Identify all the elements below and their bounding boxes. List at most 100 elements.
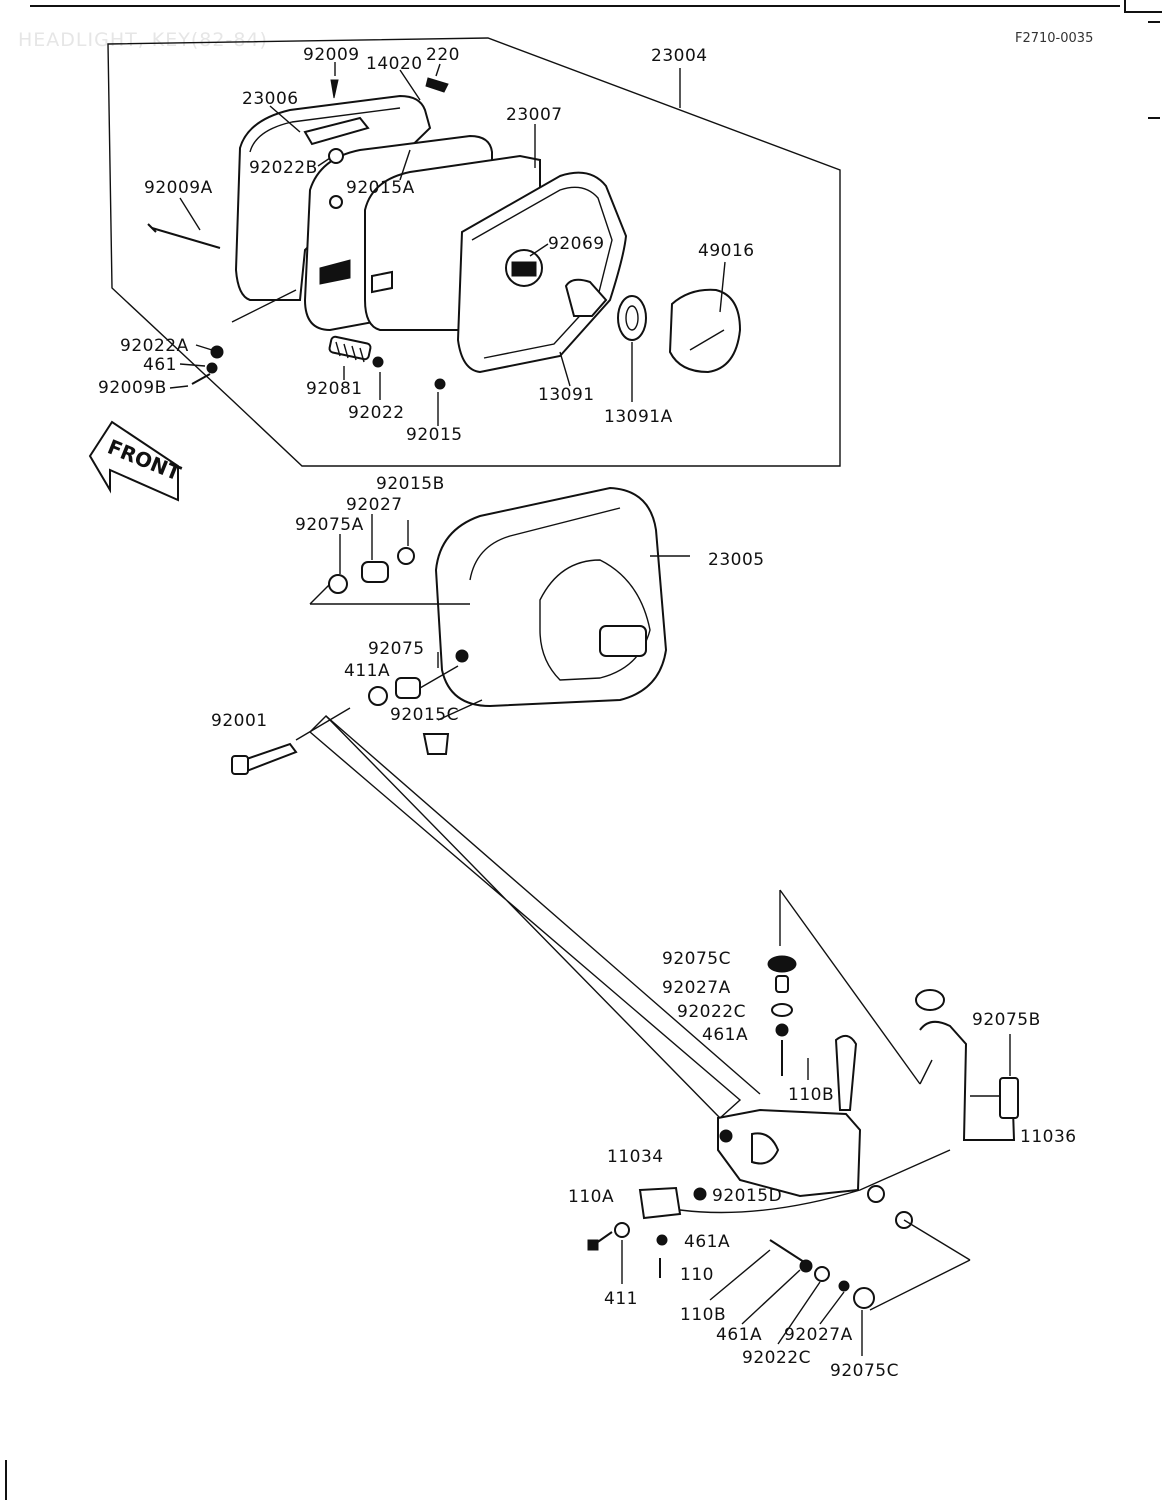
part-label: 92022A: [120, 336, 189, 356]
brace-joint: [867, 1185, 885, 1203]
bolt-110a-head: [587, 1239, 599, 1251]
part-label: 92075B: [972, 1010, 1041, 1030]
part-label: 14020: [366, 54, 423, 74]
nut-92015: [434, 378, 446, 390]
part-label: 13091: [538, 385, 595, 405]
washer-461a-top: [775, 1023, 789, 1037]
bracket-11036: [919, 1020, 1016, 1141]
part-number-labels: 92009 14020 220 23004 23006 23007 92022B…: [98, 45, 1077, 1381]
clamp-11034: [638, 1186, 682, 1220]
screw-92009: [330, 79, 339, 99]
rear-cover-edge: [471, 186, 613, 359]
washer-92022a: [210, 345, 224, 359]
part-label: 92009A: [144, 178, 213, 198]
stay-bolt-hole: [751, 1132, 780, 1165]
part-label: 23007: [506, 105, 563, 125]
lower-group-outline-c: [919, 1059, 933, 1085]
socket-core: [511, 261, 537, 277]
bulb-cap-groove: [689, 329, 725, 351]
grommet-92075: [368, 686, 388, 706]
bulb-ring-hole: [625, 305, 639, 331]
stay-sweep-inner: [325, 715, 761, 1095]
part-label: 110: [680, 1265, 714, 1285]
part-label: 92015A: [346, 178, 415, 198]
housing-rear-bulge: [539, 559, 651, 681]
corner-mark: [1124, 0, 1162, 13]
part-label: 13091A: [604, 407, 673, 427]
part-label: 92022C: [742, 1348, 811, 1368]
lower-group-outline-e: [869, 1259, 971, 1311]
stay-tab: [719, 1129, 733, 1143]
screw-92009b: [191, 373, 211, 385]
upper-leaders: [169, 62, 726, 426]
screw-92009a-head: [147, 223, 157, 233]
screw-92009a: [151, 227, 221, 249]
part-label: 110B: [788, 1085, 834, 1105]
part-label: 11036: [1020, 1127, 1077, 1147]
rim-bracket: [303, 116, 370, 146]
part-label: 92027A: [662, 978, 731, 998]
nut-92015a: [329, 195, 343, 209]
bulb-cap-49016: [668, 288, 742, 374]
washer-92022b: [328, 148, 344, 164]
beam-tab-left: [319, 259, 351, 285]
nut-92015c: [422, 733, 450, 755]
mount-line-join: [309, 583, 331, 605]
housing-stud: [455, 649, 469, 663]
nut-92015d: [693, 1187, 707, 1201]
lower-right-leaders: [709, 1249, 863, 1356]
part-label: 461A: [702, 1025, 748, 1045]
part-label: 92027: [346, 495, 403, 515]
leader-92015c: [437, 699, 483, 721]
part-label: 23006: [242, 89, 299, 109]
collar-92027a-low: [838, 1280, 850, 1292]
header-title: HEADLIGHT, KEY(82-84): [18, 29, 268, 51]
part-label: 92075C: [662, 949, 731, 969]
part-label: 92015C: [390, 705, 459, 725]
headlight-housing: [434, 486, 668, 708]
washer-461: [206, 362, 218, 374]
part-label: 411: [604, 1289, 638, 1309]
part-label: 11034: [607, 1147, 664, 1167]
stay-sweep-outline: [308, 715, 742, 1119]
part-label: 411A: [344, 661, 390, 681]
part-label: 92075A: [295, 515, 364, 535]
part-label: 110A: [568, 1187, 614, 1207]
nut-92022: [372, 356, 384, 368]
washer-461a-low: [799, 1259, 813, 1273]
washer-92022c-low: [814, 1266, 830, 1282]
washer-92022c-top: [771, 1003, 793, 1017]
lower-group-outline-d: [903, 1219, 971, 1261]
front-direction-marker: FRONT: [88, 420, 184, 502]
rubber-92075b-top: [915, 989, 945, 1011]
bulb-ring: [617, 295, 647, 341]
part-label: 92015: [406, 425, 463, 445]
bolt-axis: [419, 665, 459, 689]
part-label: 110B: [680, 1305, 726, 1325]
lower-group-outline-a: [779, 889, 921, 1085]
part-label: 23005: [708, 550, 765, 570]
part-label: 92022: [348, 403, 405, 423]
collar-92027: [361, 561, 389, 583]
spring-92081: [328, 335, 372, 361]
washer-461a-mid: [656, 1234, 668, 1246]
rubber-92075b-side: [999, 1077, 1019, 1119]
part-label: 92081: [306, 379, 363, 399]
rubber-92075c-top: [767, 955, 797, 973]
spring-coils: [335, 341, 365, 363]
rim-inner-edge: [249, 107, 401, 153]
part-label: 461: [143, 355, 177, 375]
part-label: 92022C: [677, 1002, 746, 1022]
nut-92015b: [397, 547, 415, 565]
bolt-92001-axis: [295, 707, 351, 741]
part-label: 92027A: [784, 1325, 853, 1345]
part-label: 461A: [684, 1232, 730, 1252]
washer-411: [614, 1222, 630, 1238]
part-label: 92075: [368, 639, 425, 659]
headlight-group-outline: [107, 37, 841, 467]
stay-upright: [834, 1034, 858, 1111]
part-label: 49016: [698, 241, 755, 261]
part-label: 92069: [548, 234, 605, 254]
